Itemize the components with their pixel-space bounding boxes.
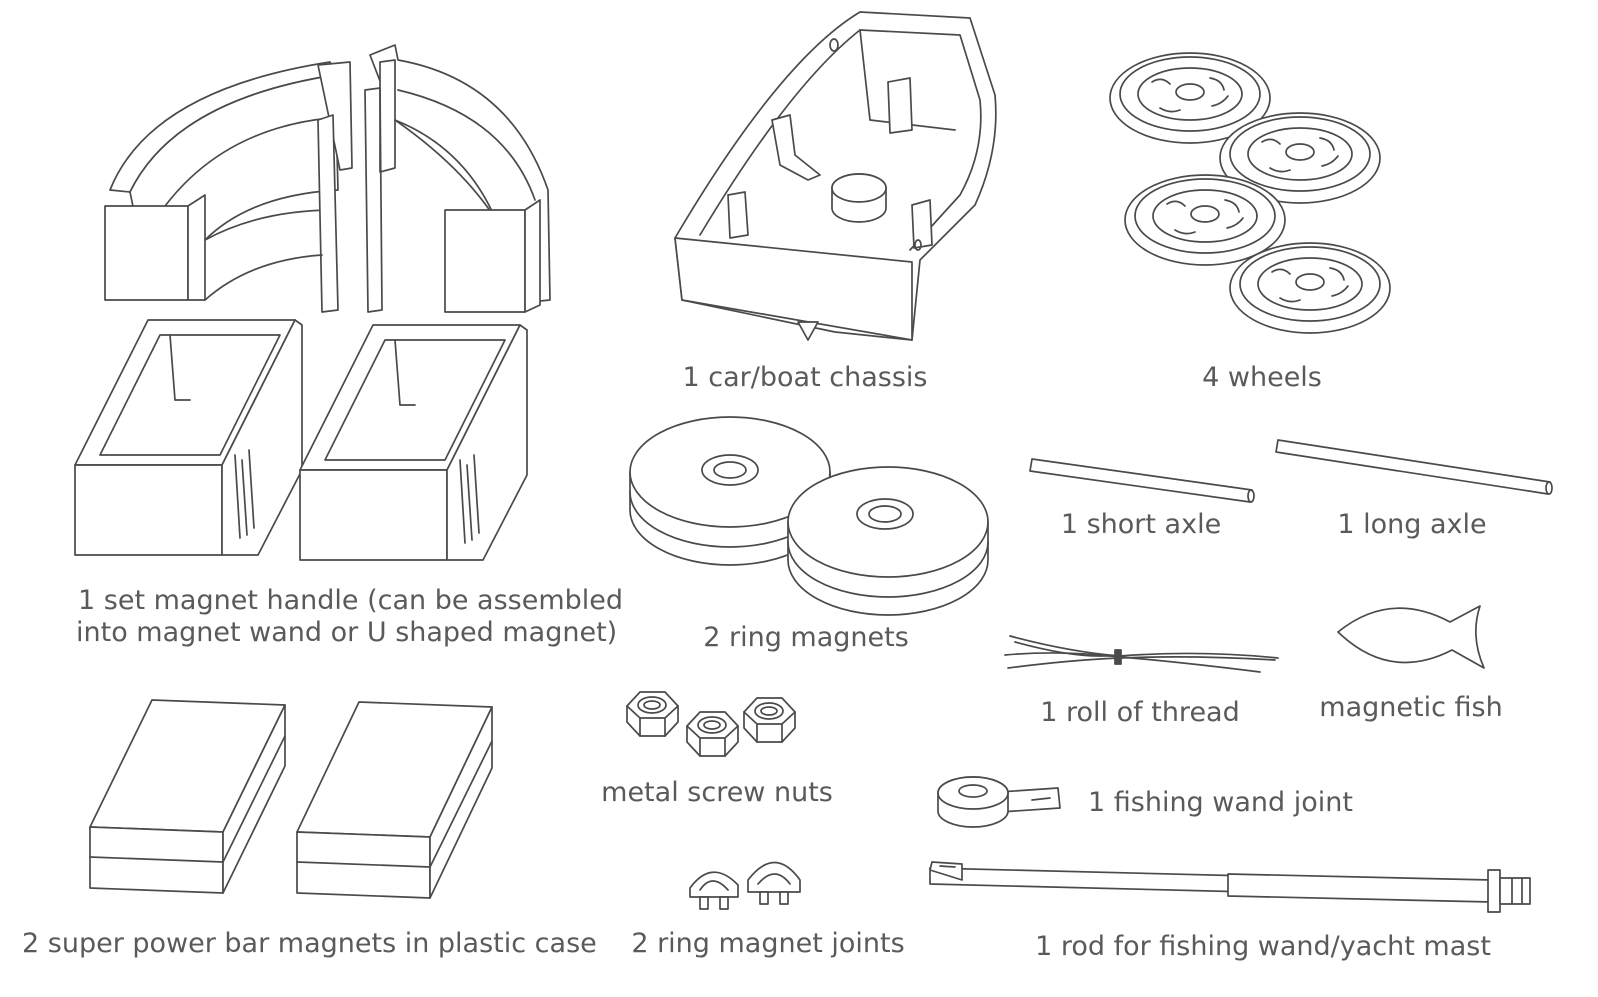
chassis — [674, 11, 997, 341]
ring-magnet-joint — [747, 861, 801, 905]
label-screw-nuts: metal screw nuts — [601, 777, 833, 808]
wheel — [1229, 242, 1391, 334]
label-chassis: 1 car/boat chassis — [682, 362, 928, 393]
label-fishing-rod: 1 rod for fishing wand/yacht mast — [1035, 931, 1491, 962]
label-ring-magnet-joints: 2 ring magnet joints — [631, 928, 905, 959]
thread — [1004, 635, 1279, 673]
wheel — [1219, 112, 1381, 204]
short-axle — [1029, 458, 1255, 503]
wheel — [1124, 174, 1286, 266]
bar-magnet-right — [296, 701, 493, 899]
magnet-handle-arc-right — [364, 44, 551, 313]
fishing-rod — [929, 861, 1531, 913]
label-short-axle: 1 short axle — [1060, 509, 1222, 540]
magnet-handle-arc-left — [104, 61, 353, 313]
screw-nut — [626, 691, 679, 737]
wheel — [1109, 52, 1271, 144]
magnetic-fish — [1337, 605, 1485, 669]
fishing-wand-joint — [937, 776, 1061, 828]
label-bar-magnets: 2 super power bar magnets in plastic cas… — [22, 928, 597, 959]
screw-nut — [686, 711, 739, 757]
long-axle — [1275, 439, 1553, 495]
label-magnet-handle-line2: into magnet wand or U shaped magnet) — [76, 617, 618, 648]
magnet-handle-box-left — [74, 319, 303, 556]
label-fishing-wand-joint: 1 fishing wand joint — [1088, 787, 1353, 818]
label-magnetic-fish: magnetic fish — [1319, 692, 1503, 723]
label-magnet-handle-line1: 1 set magnet handle (can be assembled — [78, 585, 624, 616]
magnet-handle-box-right — [299, 324, 528, 561]
screw-nuts — [626, 691, 796, 757]
ring-magnets — [629, 416, 989, 616]
label-ring-magnets: 2 ring magnets — [703, 622, 909, 653]
label-wheels: 4 wheels — [1202, 362, 1322, 393]
label-thread: 1 roll of thread — [1040, 697, 1240, 728]
wheels — [1109, 52, 1391, 334]
ring-magnet-joint — [689, 871, 739, 910]
bar-magnet-left — [89, 699, 286, 894]
label-long-axle: 1 long axle — [1337, 509, 1487, 540]
screw-nut — [743, 697, 796, 743]
